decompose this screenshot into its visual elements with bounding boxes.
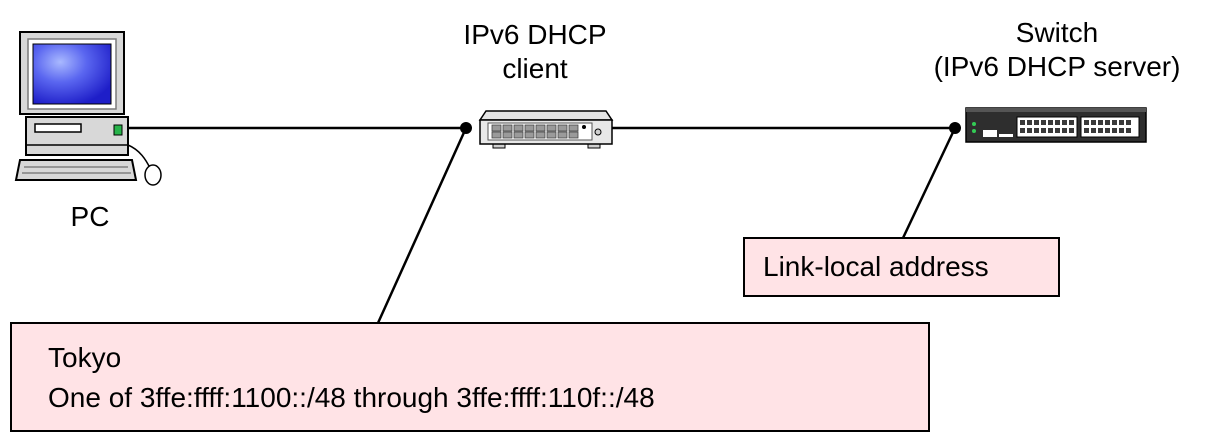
- pc-label: PC: [40, 200, 140, 234]
- server-switch-icon: [965, 107, 1147, 143]
- client-label: IPv6 DHCP client: [420, 18, 650, 86]
- client-switch-icon: [478, 110, 614, 149]
- connection-dot-server: [949, 122, 961, 134]
- client-label-line1: IPv6 DHCP: [463, 19, 607, 50]
- client-label-line2: client: [502, 53, 568, 84]
- leader-line-prefix: [376, 127, 468, 324]
- server-label-line2: (IPv6 DHCP server): [933, 51, 1181, 82]
- prefix-callout-line1: Tokyo: [48, 342, 122, 373]
- pc-label-text: PC: [70, 201, 110, 232]
- leader-line-link-local: [901, 127, 957, 239]
- link-local-callout: Link-local address: [743, 237, 1060, 297]
- prefix-callout-line2: One of 3ffe:ffff:1100::/48 through 3ffe:…: [48, 382, 655, 413]
- connection-dot-client: [460, 122, 472, 134]
- pc-computer-icon: [14, 31, 162, 186]
- prefix-callout: Tokyo One of 3ffe:ffff:1100::/48 through…: [10, 322, 930, 432]
- server-label-line1: Switch: [1015, 17, 1099, 48]
- link-local-callout-text: Link-local address: [763, 251, 989, 282]
- server-label: Switch (IPv6 DHCP server): [912, 16, 1202, 84]
